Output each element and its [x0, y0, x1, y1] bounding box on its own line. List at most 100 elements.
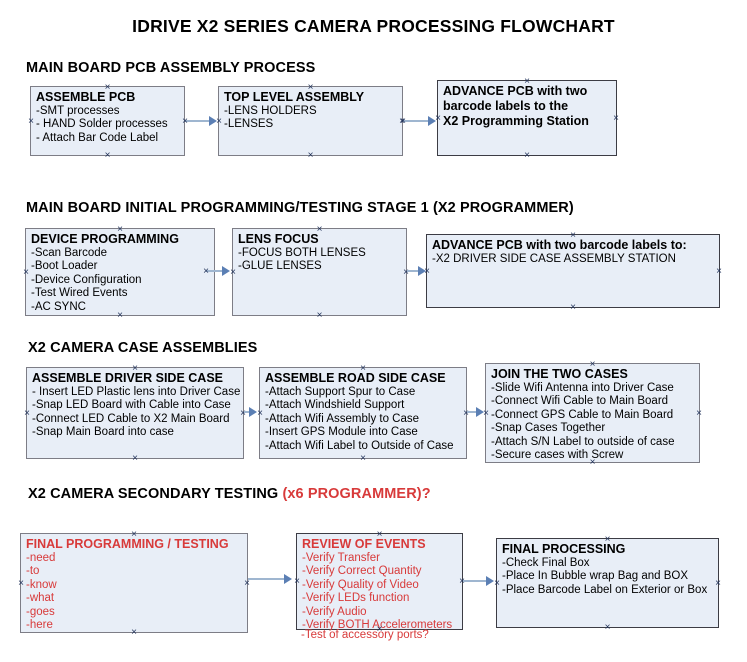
connector-arrowhead: [476, 407, 484, 417]
box-line: -Scan Barcode: [31, 246, 108, 259]
box-final-programming-testing[interactable]: FINAL PROGRAMMING / TESTING -need -to -k…: [20, 533, 248, 633]
box-review-of-events[interactable]: REVIEW OF EVENTS -Verify Transfer -Verif…: [293, 533, 463, 641]
box-line: -LENS HOLDERS: [224, 104, 317, 117]
section-heading-x2-camera-case-assemblies: X2 CAMERA CASE ASSEMBLIES: [28, 340, 257, 356]
box-final-processing[interactable]: FINAL PROCESSING -Check Final Box -Place…: [496, 538, 719, 628]
box-line: -know: [26, 578, 57, 591]
box-line: -Boot Loader: [31, 260, 98, 273]
connector-handle-right[interactable]: [462, 409, 471, 418]
box-line: -Attach Wifi Label to Outside of Case: [265, 439, 454, 452]
connector-arrow-road-case-to-join-cases: [467, 411, 478, 413]
box-lens-focus[interactable]: LENS FOCUS -FOCUS BOTH LENSES -GLUE LENS…: [232, 228, 407, 316]
box-line: X2 Programming Station: [443, 113, 589, 128]
box-line: - Attach Bar Code Label: [36, 131, 159, 144]
box-assemble-road-side-case[interactable]: ASSEMBLE ROAD SIDE CASE -Attach Support …: [259, 367, 467, 459]
box-title: ADVANCE PCB with two: [443, 84, 588, 98]
connector-arrow-final-programming-to-review: [248, 578, 288, 580]
box-line: -Verify BOTH Accelerometers: [302, 619, 453, 632]
box-line: -Snap LED Board with Cable into Case: [32, 399, 231, 412]
box-advance-pcb-programming-station[interactable]: ADVANCE PCB with two barcode labels to t…: [437, 80, 617, 156]
box-line: -Test Wired Events: [31, 287, 128, 300]
resize-handle-bottom[interactable]: [569, 303, 578, 312]
box-line: -Attach S/N Label to outside of case: [491, 435, 675, 448]
box-overflow-line: -Test of accessory ports?: [301, 629, 429, 641]
box-line: -FOCUS BOTH LENSES: [238, 246, 366, 259]
box-top-level-assembly[interactable]: TOP LEVEL ASSEMBLY -LENS HOLDERS -LENSES: [218, 86, 403, 156]
box-line: -Attach Wifi Assembly to Case: [265, 412, 420, 425]
box-title: ASSEMBLE PCB: [36, 90, 136, 104]
box-line: -Connect LED Cable to X2 Main Board: [32, 412, 230, 425]
resize-handle-bottom[interactable]: [523, 151, 532, 160]
resize-handle-bottom[interactable]: [306, 151, 315, 160]
resize-handle-bottom[interactable]: [603, 623, 612, 632]
box-device-programming[interactable]: DEVICE PROGRAMMING -Scan Barcode -Boot L…: [25, 228, 215, 316]
box-line: -Place In Bubble wrap Bag and BOX: [502, 570, 689, 583]
connector-arrowhead: [428, 116, 436, 126]
section-heading-text: X2 CAMERA SECONDARY TESTING: [28, 486, 283, 502]
box-title: ASSEMBLE DRIVER SIDE CASE: [32, 371, 224, 385]
box-title: FINAL PROGRAMMING / TESTING: [26, 537, 229, 551]
connector-handle-left[interactable]: [23, 409, 32, 418]
resize-handle-bottom[interactable]: [103, 151, 112, 160]
connector-handle-right[interactable]: [402, 268, 411, 277]
page-title: IDRIVE X2 SERIES CAMERA PROCESSING FLOWC…: [132, 16, 615, 36]
box-line: -Snap Main Board into case: [32, 426, 174, 439]
box-line: -Check Final Box: [502, 556, 590, 569]
box-line: -Verify Correct Quantity: [302, 565, 422, 578]
connector-handle-right[interactable]: [239, 409, 248, 418]
box-line: - Insert LED Plastic lens into Driver Ca…: [32, 385, 241, 398]
box-join-the-two-cases[interactable]: JOIN THE TWO CASES -Slide Wifi Antenna i…: [485, 363, 700, 463]
box-title: REVIEW OF EVENTS: [302, 537, 426, 551]
connector-handle-right[interactable]: [695, 409, 704, 418]
section-heading-text: X2 CAMERA CASE ASSEMBLIES: [28, 340, 258, 356]
box-line: -Secure cases with Screw: [491, 449, 624, 462]
connector-arrow-top-level-to-advance-pcb: [403, 120, 430, 122]
box-advance-pcb-driver-side-case[interactable]: ADVANCE PCB with two barcode labels to: …: [426, 234, 720, 308]
section-heading-main-board-pcb-assembly: MAIN BOARD PCB ASSEMBLY PROCESS: [26, 60, 315, 76]
box-line: -to: [26, 565, 40, 578]
connector-handle-right[interactable]: [612, 114, 621, 123]
resize-handle-bottom[interactable]: [315, 311, 324, 320]
box-title: JOIN THE TWO CASES: [491, 367, 628, 381]
box-assemble-pcb[interactable]: ASSEMBLE PCB -SMT processes - HAND Solde…: [30, 86, 185, 156]
connector-handle-left[interactable]: [22, 268, 31, 277]
box-line: -Verify Transfer: [302, 551, 380, 564]
connector-arrowhead: [284, 574, 292, 584]
connector-handle-left[interactable]: [293, 577, 302, 586]
box-line: -GLUE LENSES: [238, 260, 322, 273]
section-heading-accent: (x6 PROGRAMMER)?: [282, 486, 431, 502]
box-line: -Attach Support Spur to Case: [265, 385, 416, 398]
box-assemble-driver-side-case[interactable]: ASSEMBLE DRIVER SIDE CASE - Insert LED P…: [26, 367, 244, 459]
connector-handle-right[interactable]: [715, 267, 724, 276]
box-title: LENS FOCUS: [238, 232, 319, 246]
box-line: -goes: [26, 605, 55, 618]
connector-arrowhead: [486, 576, 494, 586]
box-line: -what: [26, 592, 55, 605]
connector-arrowhead: [222, 266, 230, 276]
box-line: -Attach Windshield Support: [265, 399, 405, 412]
connector-handle-right[interactable]: [714, 579, 723, 588]
box-line: -Connect Wifi Cable to Main Board: [491, 395, 669, 408]
connector-arrow-driver-case-to-road-case: [244, 411, 252, 413]
connector-arrow-lens-focus-to-advance-pcb: [407, 270, 423, 272]
box-line: -Device Configuration: [31, 273, 142, 286]
section-heading-main-board-initial-programming: MAIN BOARD INITIAL PROGRAMMING/TESTING S…: [26, 200, 574, 216]
section-heading-text: MAIN BOARD PCB ASSEMBLY PROCESS: [26, 60, 316, 76]
box-title: TOP LEVEL ASSEMBLY: [224, 90, 365, 104]
box-line: -here: [26, 619, 53, 632]
connector-arrowhead: [249, 407, 257, 417]
connector-handle-left[interactable]: [27, 117, 36, 126]
box-line: -Verify Quality of Video: [302, 578, 419, 591]
connector-handle-left[interactable]: [17, 579, 26, 588]
box-title: ASSEMBLE ROAD SIDE CASE: [265, 371, 446, 385]
resize-handle-bottom[interactable]: [359, 454, 368, 463]
box-title: DEVICE PROGRAMMING: [31, 232, 179, 246]
box-title: FINAL PROCESSING: [502, 542, 626, 556]
box-line: -Verify LEDs function: [302, 592, 410, 605]
box-line: -LENSES: [224, 118, 274, 131]
connector-arrow-review-to-final-processing: [463, 580, 489, 582]
box-title: ADVANCE PCB with two barcode labels to:: [432, 238, 687, 252]
box-line: -need: [26, 551, 56, 564]
resize-handle-bottom[interactable]: [131, 454, 140, 463]
connector-arrow-device-programming-to-lens-focus: [206, 270, 226, 272]
